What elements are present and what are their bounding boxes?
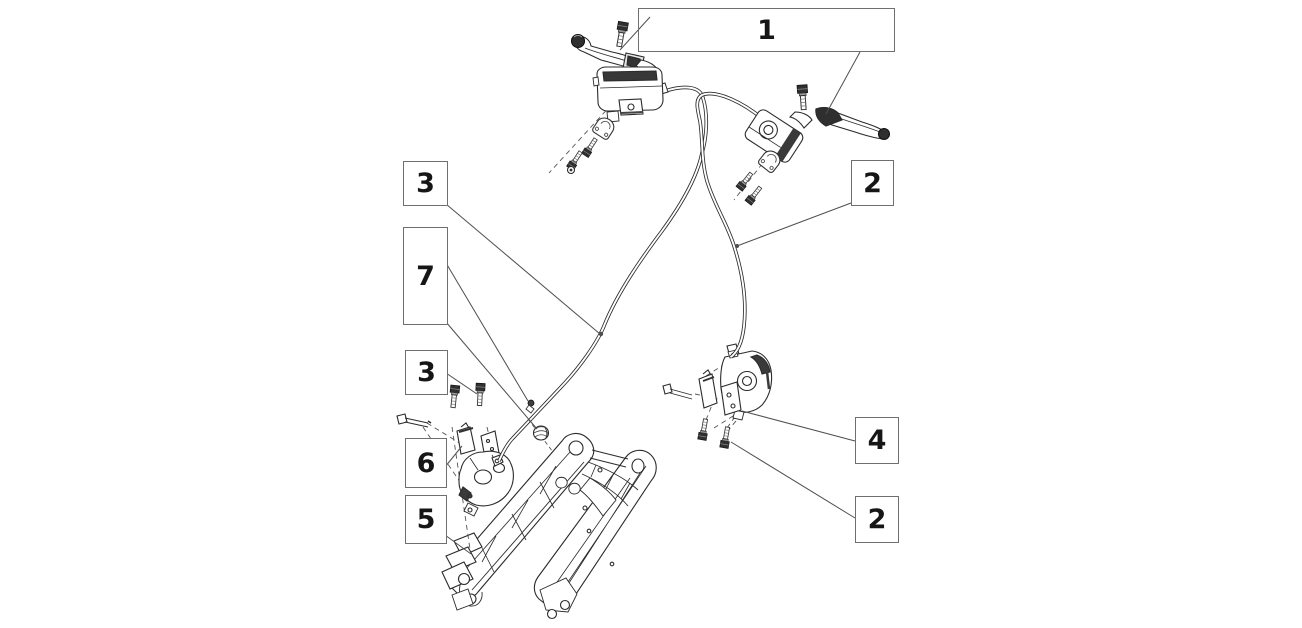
callout-box-6: 6 bbox=[405, 438, 447, 488]
left-lever-blade bbox=[570, 33, 637, 70]
left-brake-lever-assembly bbox=[548, 20, 664, 175]
hose-clip bbox=[525, 399, 535, 414]
right-brake-lever-assembly bbox=[733, 84, 891, 206]
callout-box-5: 5 bbox=[405, 495, 447, 544]
callout-box-2-bottom: 2 bbox=[855, 496, 899, 543]
leader-1-right bbox=[825, 51, 861, 115]
rear-caliper-bracket bbox=[720, 381, 742, 416]
leader-5 bbox=[444, 534, 472, 555]
leader-7b bbox=[445, 321, 538, 430]
callout-box-2-top: 2 bbox=[851, 160, 894, 206]
rear-caliper-bolt bbox=[719, 425, 733, 449]
leader-6 bbox=[444, 445, 463, 468]
rear-caliper-assembly bbox=[662, 343, 773, 449]
right-lever-blade bbox=[815, 107, 891, 141]
caliper-bolt bbox=[474, 382, 486, 407]
leader-3-lower bbox=[445, 372, 478, 395]
front-caliper-body bbox=[458, 450, 514, 517]
rear-brake-pad bbox=[698, 369, 718, 409]
leader-2-top bbox=[736, 202, 852, 247]
rear-pad-pin bbox=[662, 383, 693, 400]
leader-7a bbox=[445, 262, 529, 402]
leader-1-left bbox=[619, 16, 651, 51]
rear-caliper-bolt bbox=[697, 417, 711, 441]
leader-2-bottom bbox=[730, 441, 856, 519]
leader-lines bbox=[444, 16, 861, 555]
clamp-bolt bbox=[735, 170, 755, 192]
front-brake-hose bbox=[497, 85, 709, 462]
clamp-bolt bbox=[744, 184, 764, 206]
callout-box-3-top: 3 bbox=[403, 161, 448, 206]
callout-box-7: 7 bbox=[403, 227, 448, 325]
caliper-bolt bbox=[448, 384, 461, 409]
swingarm bbox=[441, 432, 657, 620]
front-caliper-assembly bbox=[396, 382, 514, 550]
leader-3-top bbox=[445, 203, 601, 335]
callout-box-3-lower: 3 bbox=[405, 350, 448, 395]
clamp-bolt bbox=[581, 136, 600, 159]
callout-box-4: 4 bbox=[855, 417, 899, 464]
rear-brake-hose bbox=[695, 91, 766, 359]
left-master-cylinder bbox=[592, 66, 664, 123]
lever-clamp-bolt bbox=[796, 84, 810, 111]
hose-grommet bbox=[527, 418, 554, 453]
pad-pin-bolt bbox=[396, 413, 432, 428]
leader-4 bbox=[741, 410, 856, 442]
right-master-cylinder bbox=[744, 109, 804, 163]
callout-box-1: 1 bbox=[638, 8, 895, 52]
